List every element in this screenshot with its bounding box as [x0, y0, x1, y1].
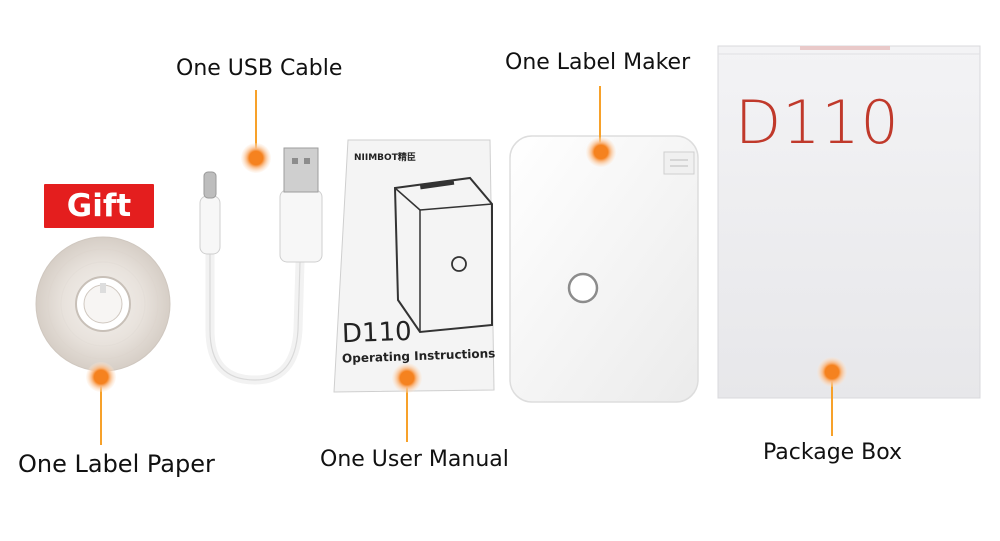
callout-label-maker: One Label Maker — [505, 50, 691, 75]
manual-model-text: D110 — [341, 316, 413, 350]
callout-user-manual: One User Manual — [320, 447, 509, 472]
marker-label-paper — [86, 362, 116, 392]
manual-brand-text: NIIMBOT精臣 — [354, 153, 416, 163]
label-maker-device — [509, 135, 699, 403]
leader-lines — [100, 86, 833, 445]
user-manual-page — [333, 139, 495, 393]
label-paper-roll — [35, 236, 171, 372]
callout-usb-cable: One USB Cable — [176, 56, 343, 81]
marker-label-maker — [586, 137, 616, 167]
package-box — [717, 45, 981, 399]
gift-badge: Gift — [44, 184, 154, 228]
marker-user-manual — [392, 363, 422, 393]
marker-package-box — [817, 357, 847, 387]
box-model-text: D110 — [735, 88, 900, 158]
marker-usb-cable — [241, 143, 271, 173]
usb-cable — [199, 147, 323, 385]
marker-dots — [86, 137, 847, 393]
callout-label-paper: One Label Paper — [18, 450, 215, 478]
callout-package-box: Package Box — [763, 440, 903, 465]
